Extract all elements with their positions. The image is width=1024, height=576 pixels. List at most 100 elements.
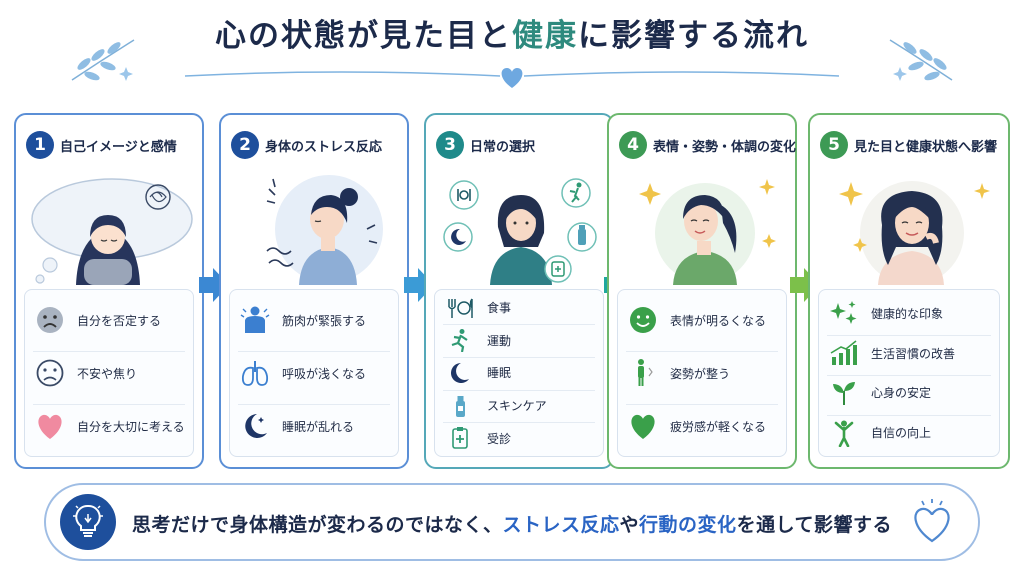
- step-item-list: 食事 運動 睡眠 スキンケア 受診: [434, 289, 604, 457]
- sad-face-icon: [37, 307, 63, 333]
- flow-arrow-4: [790, 268, 820, 302]
- leaf-decoration-right: [889, 39, 953, 81]
- meal-icon: [448, 298, 473, 318]
- growth-chart-icon: [830, 340, 857, 366]
- heart-icon: [501, 68, 523, 88]
- lightbulb-icon: [60, 494, 116, 550]
- item-text: 自分を大切に考える: [77, 419, 185, 434]
- item-text: 心身の安定: [871, 386, 932, 401]
- list-item: 不安や焦り: [33, 351, 185, 394]
- item-text: 疲労感が軽くなる: [670, 419, 767, 434]
- step-header: 3 日常の選択: [436, 131, 606, 159]
- lungs-icon: [241, 361, 269, 386]
- list-item: スキンケア: [443, 389, 595, 421]
- title-part1: 心の状態が見た目と: [215, 18, 512, 54]
- stressed-woman-illustration: [266, 175, 383, 285]
- moon-icon: [451, 362, 469, 383]
- step-label: 自己イメージと感情: [60, 139, 177, 155]
- item-text: スキンケア: [487, 399, 547, 414]
- list-item: 睡眠: [443, 356, 595, 388]
- heart-outline-icon: [914, 499, 950, 543]
- list-item: 表情が明るくなる: [626, 299, 778, 341]
- item-text: 睡眠が乱れる: [282, 419, 355, 434]
- step-item-list: 表情が明るくなる 姿勢が整う 疲労感が軽くなる: [617, 289, 787, 457]
- step-number-badge: 5: [820, 131, 848, 159]
- list-item: 心身の安定: [827, 374, 991, 410]
- list-item: 自分を否定する: [33, 299, 185, 341]
- step-label: 日常の選択: [470, 139, 536, 155]
- step-card-3: 3 日常の選択 食事 運動 睡眠 スキンケア: [424, 113, 614, 469]
- item-text: 自分を否定する: [77, 313, 162, 328]
- person-arms-up-icon: [834, 420, 854, 447]
- step-card-1: 1 自己イメージと感情 自分を否定する 不安や焦り 自分を大切に考える: [14, 113, 204, 469]
- step-card-2: 2 身体のストレス反応 筋肉が緊張する 呼吸が浅くなる 睡眠が乱れる: [219, 113, 409, 469]
- list-item: 健康的な印象: [827, 296, 991, 330]
- list-item: 睡眠が乱れる: [238, 404, 390, 447]
- posture-icon: [638, 359, 653, 386]
- page-title: 心の状態が見た目と健康に影響する流れ: [215, 10, 809, 55]
- item-text: 姿勢が整う: [670, 366, 731, 381]
- step-card-5: 5 見た目と健康状態へ影響 健康的な印象 生活習慣の改善 心身の安定 自信の向上: [808, 113, 1010, 469]
- step-number-badge: 3: [436, 131, 464, 159]
- medical-clipboard-icon: [452, 427, 468, 449]
- list-item: 食事: [443, 293, 595, 323]
- step-label: 表情・姿勢・体調の変化: [653, 139, 797, 155]
- step-header: 4 表情・姿勢・体調の変化: [619, 131, 796, 159]
- item-text: 食事: [487, 301, 512, 316]
- step-number-badge: 1: [26, 131, 54, 159]
- item-text: 呼吸が浅くなる: [282, 366, 367, 381]
- smile-icon: [630, 307, 656, 333]
- item-text: 運動: [487, 333, 512, 348]
- moon-icon: [245, 414, 267, 438]
- step-label: 見た目と健康状態へ影響: [854, 139, 998, 155]
- item-text: 不安や焦り: [77, 366, 138, 381]
- step-card-4: 4 表情・姿勢・体調の変化 表情が明るくなる 姿勢が整う 疲労感が軽くなる: [607, 113, 797, 469]
- skincare-bottle-icon: [456, 395, 465, 417]
- list-item: 生活習慣の改善: [827, 335, 991, 370]
- step-number-badge: 2: [231, 131, 259, 159]
- list-item: 自信の向上: [827, 414, 991, 450]
- step-header: 1 自己イメージと感情: [26, 131, 196, 159]
- item-text: 筋肉が緊張する: [282, 313, 367, 328]
- step-header: 2 身体のストレス反応: [231, 131, 401, 159]
- step-item-list: 筋肉が緊張する 呼吸が浅くなる 睡眠が乱れる: [229, 289, 399, 457]
- sprout-icon: [833, 381, 855, 405]
- list-item: 筋肉が緊張する: [238, 299, 390, 341]
- item-text: 受診: [487, 431, 512, 446]
- step-label: 身体のストレス反応: [265, 139, 383, 155]
- heart-icon: [38, 414, 62, 439]
- list-item: 運動: [443, 324, 595, 355]
- summary-banner: 思考だけで身体構造が変わるのではなく、ストレス反応や行動の変化を通して影響する: [44, 483, 980, 561]
- leaf-decoration-left: [71, 39, 135, 81]
- title-part2: に影響する流れ: [578, 18, 809, 54]
- flow-arrow-2: [404, 268, 434, 302]
- list-item: 姿勢が整う: [626, 351, 778, 394]
- list-item: 呼吸が浅くなる: [238, 351, 390, 394]
- item-text: 表情が明るくなる: [670, 313, 767, 328]
- heart-icon: [631, 414, 655, 439]
- step-header: 5 見た目と健康状態へ影響: [820, 131, 1002, 159]
- running-icon: [451, 329, 468, 353]
- worried-woman-illustration: [31, 178, 193, 285]
- tense-body-icon: [240, 306, 270, 333]
- thinking-woman-with-choices-illustration: [443, 178, 597, 285]
- worried-face-icon: [36, 359, 64, 387]
- step-item-list: 自分を否定する 不安や焦り 自分を大切に考える: [24, 289, 194, 457]
- sparkle-icon: [830, 301, 857, 325]
- list-item: 受診: [443, 422, 595, 453]
- flow-arrow-1: [199, 268, 229, 302]
- title-area: 心の状態が見た目と健康に影響する流れ: [0, 10, 1024, 55]
- confident-woman-illustration: [839, 181, 990, 285]
- summary-message: 思考だけで身体構造が変わるのではなく、ストレス反応や行動の変化を通して影響する: [132, 514, 892, 536]
- list-item: 自分を大切に考える: [33, 404, 185, 447]
- title-accent: 健康: [512, 18, 578, 54]
- title-underline-decoration: [184, 68, 840, 88]
- list-item: 疲労感が軽くなる: [626, 404, 778, 447]
- step-item-list: 健康的な印象 生活習慣の改善 心身の安定 自信の向上: [818, 289, 1000, 457]
- smiling-woman-illustration: [639, 179, 776, 285]
- item-text: 健康的な印象: [871, 306, 944, 321]
- item-text: 自信の向上: [871, 426, 932, 441]
- item-text: 睡眠: [487, 366, 512, 381]
- item-text: 生活習慣の改善: [871, 346, 956, 361]
- step-number-badge: 4: [619, 131, 647, 159]
